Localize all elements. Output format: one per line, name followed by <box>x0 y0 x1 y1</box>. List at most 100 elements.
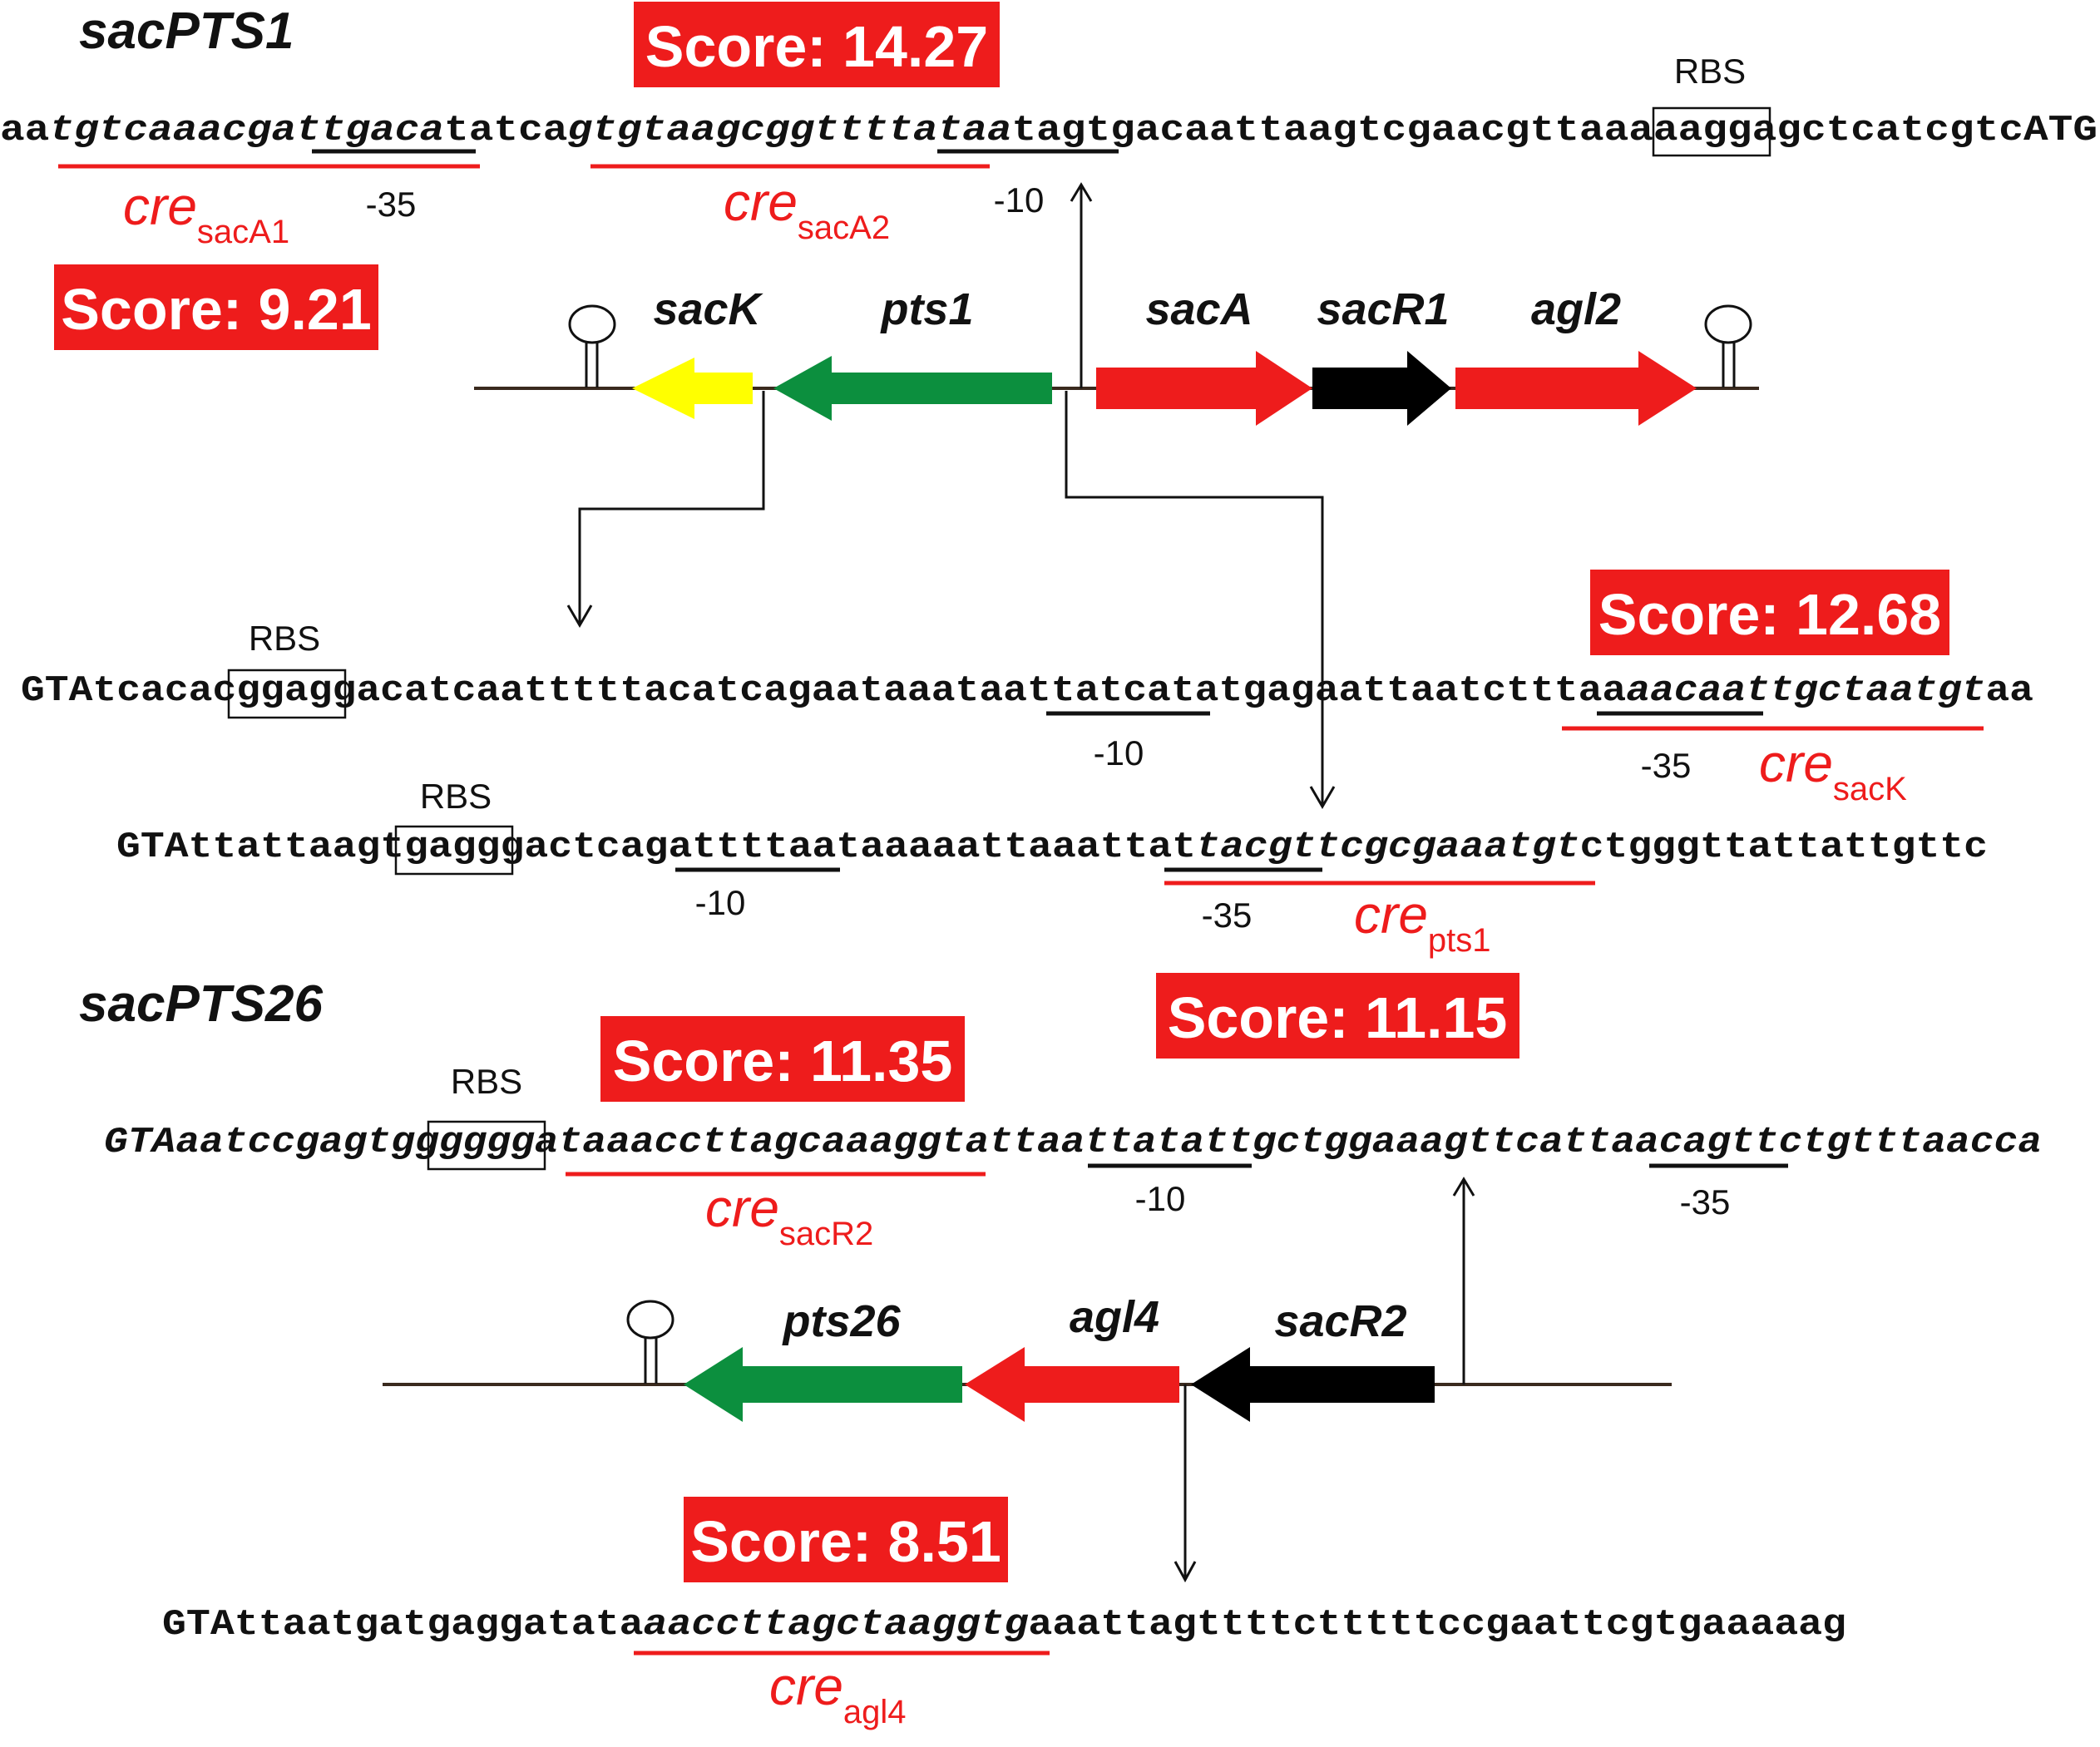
gene-arrow-pts1 <box>773 356 1052 421</box>
gene-arrow-sacR1 <box>1312 351 1451 426</box>
promoter-element-underlines <box>312 149 1788 1168</box>
sequence-segment: aa <box>0 110 49 151</box>
sequence-segment: actcaga <box>524 827 692 868</box>
score-box-sacK: Score: 12.68 <box>1590 570 1949 655</box>
rbs-label-4: RBS <box>451 1062 522 1101</box>
rbs-box-3 <box>394 825 514 876</box>
gene-arrow-pts26 <box>684 1347 962 1422</box>
rbs-label-2: RBS <box>249 619 320 658</box>
label-m10-pts1: -10 <box>695 883 746 922</box>
gene-label-sacK: sacK <box>653 284 763 334</box>
rbs-box-4 <box>427 1120 546 1171</box>
rbs-label-3: RBS <box>420 777 492 816</box>
terminator-icon-sacPTS26 <box>626 1300 674 1384</box>
label-m10-sacR2: -10 <box>1135 1179 1186 1218</box>
score-text-pts1: Score: 11.15 <box>1168 985 1508 1050</box>
cre-label-sacR2: cresacR2 <box>705 1178 873 1252</box>
score-text-sacA2: Score: 14.27 <box>645 14 988 79</box>
sequence-segment: aaaccttagcaaaggt <box>582 1122 965 1163</box>
gene-arrow-sacK <box>632 358 753 419</box>
sequence-segment: gggga <box>439 1122 559 1163</box>
sequence-segment: ggagg <box>236 670 356 712</box>
sequence-segment: aaccttagctaaggtg <box>644 1604 1030 1646</box>
label-m10-sacA: -10 <box>994 180 1045 220</box>
label-m35-sacK: -35 <box>1641 746 1692 785</box>
label-m35-sacR2: -35 <box>1680 1182 1731 1221</box>
sequence-segment: gagaattaatctttaa <box>1243 670 1626 712</box>
sequence-segment: GTAtcacac <box>21 670 236 712</box>
operon-title-sacPTS1: sacPTS1 <box>79 2 294 60</box>
gene-label-agl4: agl4 <box>1070 1292 1159 1342</box>
sequence-segment: ttgaca <box>296 110 444 151</box>
gene-label-pts1: pts1 <box>879 284 973 334</box>
sequence-segment: atcatat <box>1075 670 1243 712</box>
score-box-sacA2: Score: 14.27 <box>634 2 1000 87</box>
sequence-segment: gaggg <box>404 827 524 868</box>
sequence-segment: ctgtttaacca <box>1779 1122 2042 1163</box>
cre-label-sacA1: cresacA1 <box>123 176 289 250</box>
rbs-box-1 <box>1652 106 1771 157</box>
sequence-segment: tataa <box>888 110 1011 151</box>
sequence-segment: tgctggaaagttcatta <box>1228 1122 1635 1163</box>
sequence-segment: t <box>559 1122 583 1163</box>
label-m35-sacA: -35 <box>366 185 417 224</box>
gene-label-sacA: sacA <box>1145 284 1253 334</box>
sequence-segment: agctcatcgtcATG <box>1752 110 2098 151</box>
sequence-segment: gtgtaagcggttt <box>567 110 888 151</box>
label-m35-pts1: -35 <box>1202 896 1253 935</box>
sequence-segment: tacgttcgcgaaatgt <box>1196 827 1580 868</box>
score-text-sacR2: Score: 11.35 <box>613 1029 953 1093</box>
score-box-pts1: Score: 11.15 <box>1156 973 1519 1059</box>
sequence-segment: GTAttaatgatgaggatata <box>162 1604 644 1646</box>
pointer-lines-sacPTS26 <box>1174 1177 1475 1583</box>
cre-label-sacA2: cresacA2 <box>724 172 890 246</box>
sequence-segment: tatca <box>444 110 567 151</box>
pointer-lines-sacPTS1 <box>566 182 1336 809</box>
score-box-agl4: Score: 8.51 <box>684 1497 1008 1582</box>
score-text-agl4: Score: 8.51 <box>690 1509 1001 1574</box>
sequence-segment: GTAaatccgagtgg <box>104 1122 439 1163</box>
gene-label-sacR1: sacR1 <box>1317 284 1449 334</box>
operon-title-sacPTS26: sacPTS26 <box>79 975 324 1033</box>
gene-arrow-agl2 <box>1455 351 1697 426</box>
terminator-icon-sacPTS1-right <box>1704 304 1752 387</box>
cre-label-agl4: creagl4 <box>769 1656 907 1730</box>
sequence-segment: attatat <box>1061 1122 1228 1163</box>
gene-arrow-sacR2 <box>1191 1347 1435 1422</box>
cre-label-sacK: cresacK <box>1759 733 1907 807</box>
sequence-segment: ctgggttattattgttc <box>1580 827 1988 868</box>
label-m10-sacK: -10 <box>1094 733 1144 772</box>
sequence-segment: atta <box>966 1122 1061 1163</box>
sequence-segment: aaattagttttctttttccgaattcgtgaaaaag <box>1028 1604 1846 1646</box>
sequence-segment: GTAttattaagt <box>116 827 404 868</box>
sequence-segment: ttttaat <box>692 827 860 868</box>
gene-arrow-sacA <box>1096 351 1312 426</box>
cre-label-pts1: crepts1 <box>1354 885 1491 959</box>
sequence-segment: tgtcaaacga <box>49 110 296 151</box>
sequence-segment: aacaattgctaatgt <box>1626 670 1985 712</box>
sequence-segment: tagtgacaattaagtcgaacgttaa <box>1012 110 1629 151</box>
sequence-segment: acatcaatttttacatcagaataaataatt <box>356 670 1075 712</box>
sequence-segment: acagtt <box>1635 1122 1779 1163</box>
gene-arrow-agl4 <box>965 1347 1179 1422</box>
gene-label-pts26: pts26 <box>781 1296 901 1346</box>
gene-label-sacR2: sacR2 <box>1274 1296 1406 1346</box>
score-box-sacR2: Score: 11.35 <box>600 1016 965 1102</box>
terminator-icon-sacPTS1-left <box>568 304 616 387</box>
gene-label-agl2: agl2 <box>1531 284 1621 334</box>
sequence-segment: aaagg <box>1628 110 1752 151</box>
sequence-segment: aa <box>1985 670 2033 712</box>
rbs-box-2 <box>227 669 347 719</box>
cre-site-underlines <box>58 164 1984 1656</box>
sequence-segment: aaaaattaaattat <box>860 827 1196 868</box>
rbs-label-1: RBS <box>1674 52 1746 91</box>
score-box-sacA1: Score: 9.21 <box>54 264 378 350</box>
score-text-sacA1: Score: 9.21 <box>61 277 372 342</box>
score-text-sacK: Score: 12.68 <box>1598 582 1941 647</box>
